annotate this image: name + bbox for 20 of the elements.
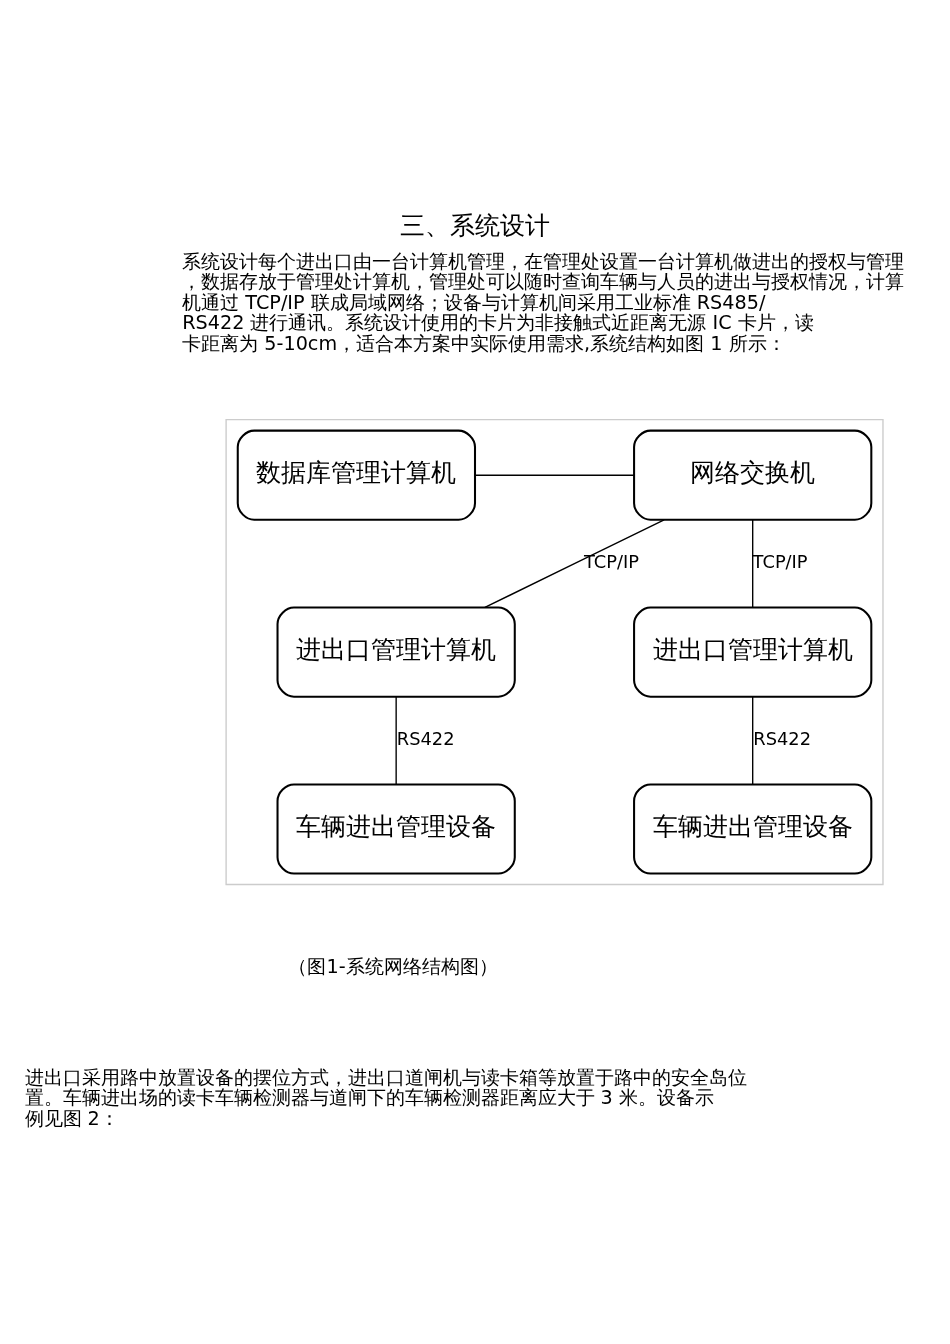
- edge-label: TCP/IP: [583, 551, 639, 573]
- node-box: 车辆进出管理设备: [633, 783, 873, 875]
- connector: [752, 696, 754, 785]
- cluster: [225, 419, 884, 886]
- connector: [395, 696, 397, 785]
- node-box: 网络交换机: [633, 429, 873, 521]
- connector: [484, 519, 665, 609]
- label: 进出口采用路中放置设备的摆位方式，进出口道闸机与读卡箱等放置于路中的安全岛位置。车辆进出场的读卡车辆检测器与道闸下的车辆检测器距离应大于 3 米。设备示例见图 2：: [24, 1065, 747, 1130]
- node-box: 进出口管理计算机: [276, 606, 516, 698]
- edge-label: RS422: [396, 728, 455, 750]
- label: （图1-系统网络结构图）: [288, 955, 498, 979]
- node-box: 车辆进出管理设备: [276, 783, 516, 875]
- edge-label: TCP/IP: [752, 551, 808, 573]
- label: 系统设计每个进出口由一台计算机管理，在管理处设置一台计算机做进出的授权与管理，数据存放于管理处计算机，管理处可以随时查询车辆与人员的进出与授权情况，计算机通过 TCP/IP 联成局域网络；设备与计算机间采用工业标准 RS485/RS422 进行通讯。系统设计使用的卡片为非接触式近距离无源 IC 卡片，读卡距离为 5-10cm，适合本方案中实际使用需求,系统结构如图 1 所示：: [182, 249, 905, 356]
- node-box: 数据库管理计算机: [236, 429, 477, 521]
- edge-label: RS422: [753, 728, 812, 750]
- connector: [474, 474, 635, 476]
- diagram-title: 三、系统设计: [400, 210, 550, 240]
- connector: [752, 519, 754, 608]
- node-box: 进出口管理计算机: [633, 606, 873, 698]
